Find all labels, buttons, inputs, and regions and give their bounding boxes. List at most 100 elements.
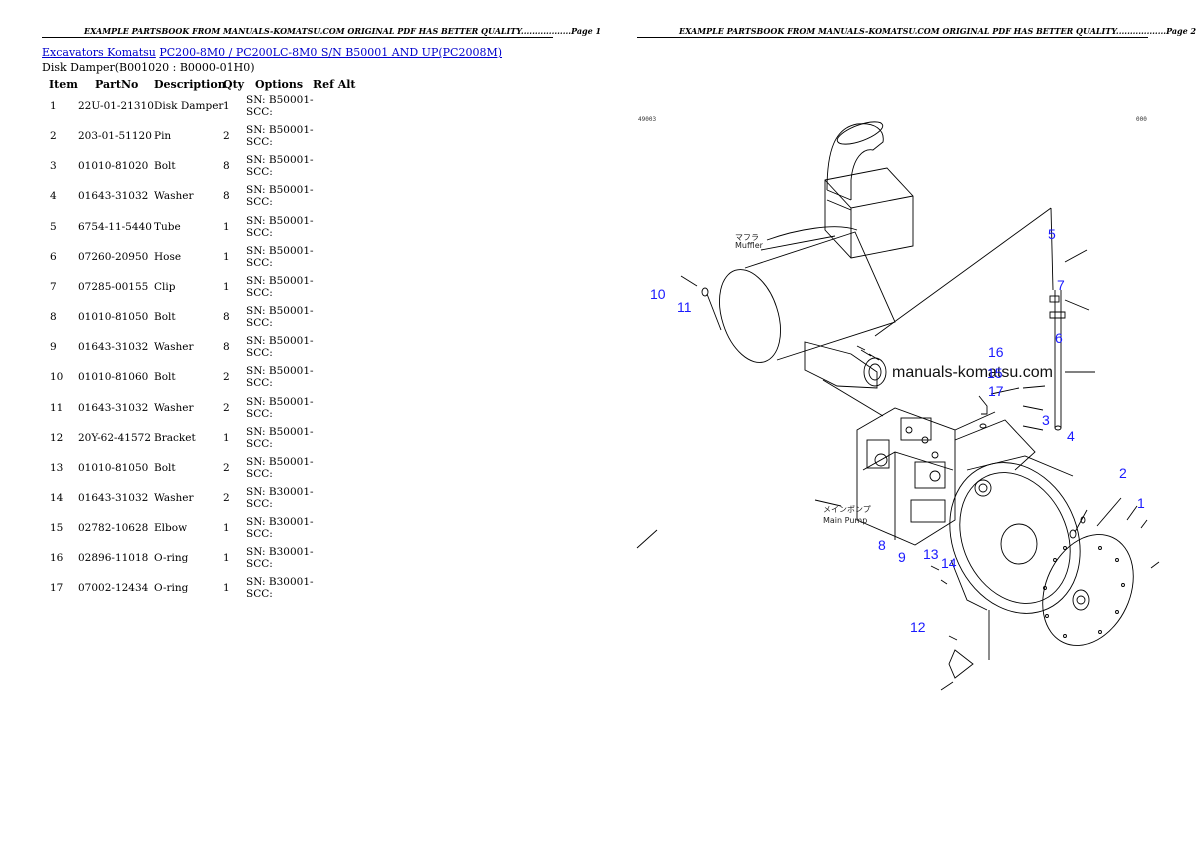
col-header-description: Description: [154, 78, 226, 91]
cell-item: 12: [50, 431, 64, 444]
cell-options-sn: SN: B50001-: [246, 455, 314, 468]
disk-damper-drawing: [1042, 497, 1160, 646]
breadcrumb-link-komatsu[interactable]: Excavators Komatsu: [42, 46, 156, 59]
cell-qty: 8: [223, 160, 230, 173]
cell-options-scc: SCC:: [246, 467, 273, 480]
cell-description: O-ring: [154, 582, 189, 595]
callout-16: 16: [988, 344, 1004, 360]
cell-partno: 07285-00155: [78, 280, 149, 293]
cell-item: 5: [50, 220, 57, 233]
cell-options-scc: SCC:: [246, 106, 273, 118]
cell-description: Bolt: [154, 461, 176, 474]
col-header-options: Options: [255, 78, 304, 91]
cell-description: Bolt: [154, 160, 176, 173]
cell-qty: 8: [223, 341, 230, 354]
cell-description: Bolt: [154, 311, 176, 324]
cell-item: 15: [50, 522, 64, 535]
cell-item: 16: [50, 552, 64, 565]
cell-description: Washer: [154, 491, 194, 504]
cell-description: Disk Damper: [154, 100, 224, 112]
cell-partno: 01643-31032: [78, 491, 149, 504]
pump-label-jp: メインポンプ: [823, 505, 871, 514]
muffler-label-en: Muffler: [735, 241, 764, 250]
cell-description: Hose: [154, 250, 182, 263]
cell-options-scc: SCC:: [246, 588, 273, 601]
cell-options-scc: SCC:: [246, 497, 273, 510]
col-header-qty: Qty: [223, 78, 245, 91]
cell-options-sn: SN: B30001-: [246, 576, 314, 589]
cell-item: 17: [50, 582, 64, 595]
cell-options-scc: SCC:: [246, 347, 273, 360]
cell-options-sn: SN: B50001-: [246, 154, 314, 167]
cell-options-sn: SN: B50001-: [246, 244, 314, 257]
cell-qty: 2: [223, 130, 230, 143]
cell-partno: 01643-31032: [78, 190, 149, 203]
cell-description: O-ring: [154, 552, 189, 565]
callout-5: 5: [1048, 226, 1056, 242]
cell-qty: 1: [223, 220, 230, 233]
page-title: Disk Damper(B001020 : B0000-01H0): [42, 61, 255, 74]
col-header-partno: PartNo: [95, 78, 139, 91]
cell-partno: 07260-20950: [78, 250, 149, 263]
callout-12: 12: [910, 619, 926, 635]
cell-options-scc: SCC:: [246, 558, 273, 571]
cell-partno: 20Y-62-41572: [78, 431, 151, 444]
cell-options-sn: SN: B50001-: [246, 274, 314, 287]
callout-6: 6: [1055, 330, 1063, 346]
callout-1: 1: [1137, 495, 1145, 511]
header-rule-left: [42, 37, 553, 38]
cell-qty: 1: [223, 552, 230, 565]
cell-description: Clip: [154, 280, 176, 293]
cell-qty: 8: [223, 190, 230, 203]
parts-table-header: Item PartNo Description Qty Options Ref …: [42, 78, 372, 92]
cell-description: Washer: [154, 401, 194, 414]
callout-3: 3: [1042, 412, 1050, 428]
cell-item: 8: [50, 311, 57, 324]
cell-options-sn: SN: B50001-: [246, 425, 314, 438]
cell-item: 2: [50, 130, 57, 143]
muffler-drawing: [719, 121, 1052, 417]
cell-partno: 02896-11018: [78, 552, 149, 565]
cell-qty: 1: [223, 250, 230, 263]
cell-partno: 01010-81050: [78, 311, 149, 324]
cell-options-scc: SCC:: [246, 407, 273, 420]
cell-qty: 2: [223, 491, 230, 504]
parts-diagram: 49003 000: [636, 116, 1160, 691]
cell-options-sn: SN: B50001-: [246, 365, 314, 378]
cell-options-scc: SCC:: [246, 166, 273, 179]
breadcrumb-link-model[interactable]: PC200-8M0 / PC200LC-8M0 S/N B50001 AND U…: [159, 46, 503, 59]
cell-options-sn: SN: B30001-: [246, 485, 314, 498]
callout-10: 10: [650, 286, 666, 302]
cell-description: Pin: [154, 130, 172, 143]
cell-qty: 1: [223, 280, 230, 293]
cell-item: 1: [50, 100, 57, 112]
callout-9: 9: [898, 549, 906, 565]
cell-item: 10: [50, 371, 64, 384]
cell-partno: 01010-81050: [78, 461, 149, 474]
breadcrumb: Excavators Komatsu PC200-8M0 / PC200LC-8…: [42, 46, 502, 59]
cell-qty: 1: [223, 100, 230, 112]
cell-description: Tube: [154, 220, 181, 233]
cell-options-scc: SCC:: [246, 286, 273, 299]
cell-item: 11: [50, 401, 64, 414]
cell-options-scc: SCC:: [246, 528, 273, 541]
cell-item: 6: [50, 250, 57, 263]
cell-options-sn: SN: B50001-: [246, 335, 314, 348]
cell-options-sn: SN: B50001-: [246, 214, 314, 227]
cell-options-sn: SN: B50001-: [246, 124, 314, 137]
cell-partno: 6754-11-5440: [78, 220, 152, 233]
